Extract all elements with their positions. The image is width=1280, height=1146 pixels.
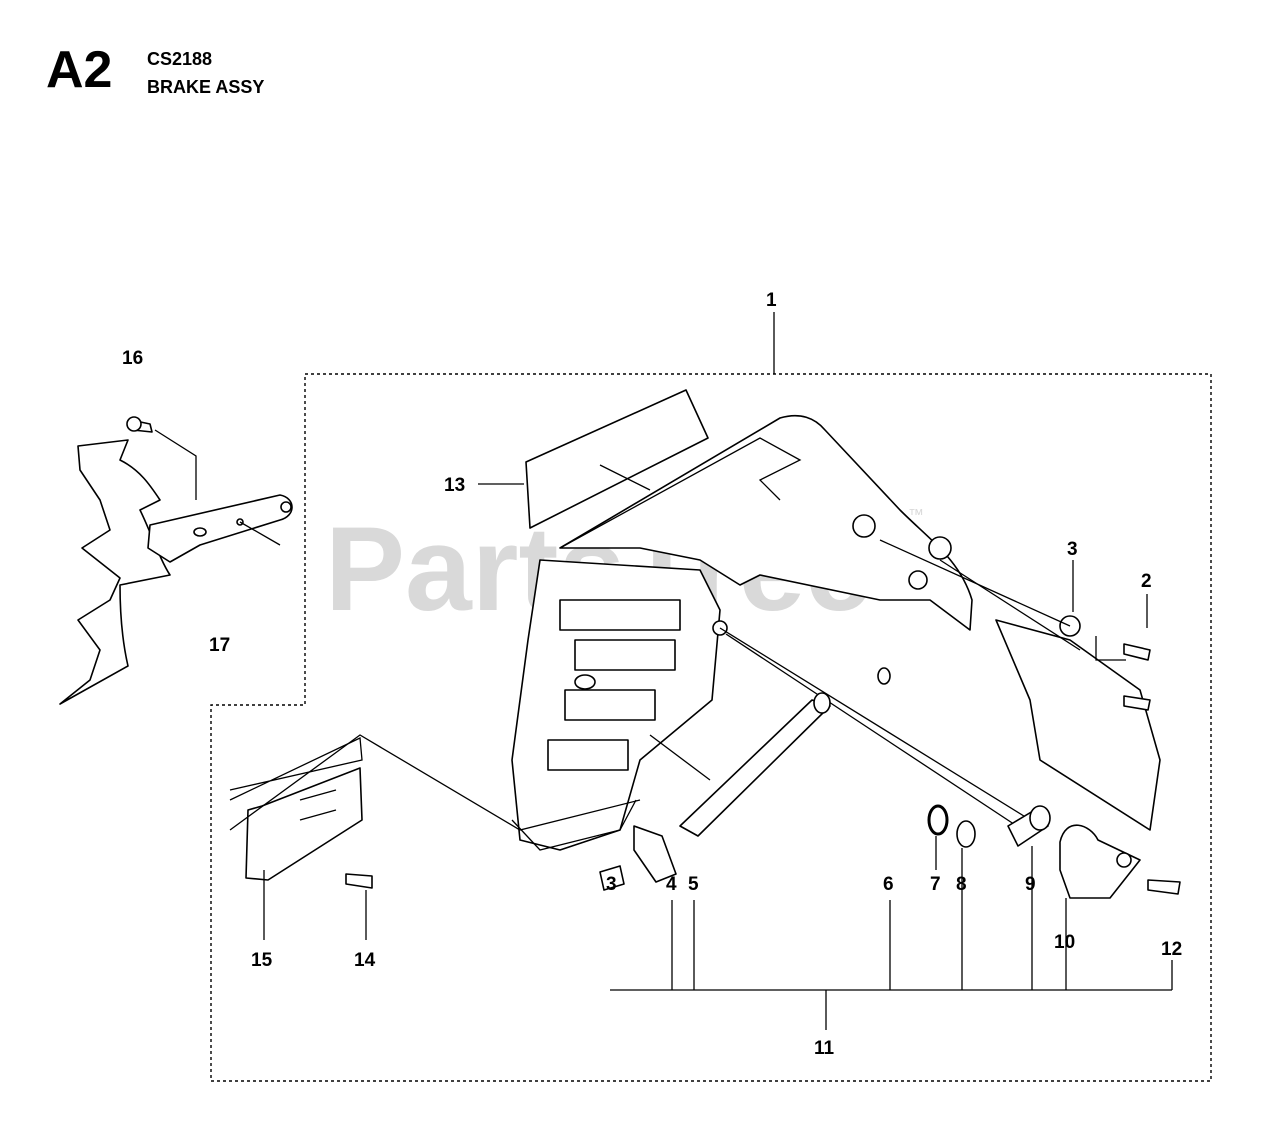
callout-14: 14 (354, 950, 376, 971)
callout-3: 3 (1067, 539, 1078, 560)
brake-spring-rod-part (679, 667, 891, 837)
brake-band-cover-part (229, 737, 373, 889)
callout-1: 1 (766, 290, 777, 311)
bushing-part (1007, 805, 1051, 847)
diagram-section-code: A2 (46, 41, 113, 99)
washer-part (956, 820, 976, 848)
callout-15: 15 (251, 950, 273, 971)
callout-8: 8 (956, 874, 967, 895)
plug-parts (599, 825, 677, 891)
bumper-spike-part (59, 416, 293, 705)
callout-17: 17 (209, 635, 230, 656)
callout-9: 9 (1025, 874, 1036, 895)
callout-7: 7 (930, 874, 941, 895)
o-ring-part (927, 804, 949, 836)
chain-brake-handle-part (559, 414, 973, 631)
callout-11: 11 (814, 1038, 835, 1059)
callout-2: 2 (1141, 571, 1152, 592)
callout-16: 16 (122, 348, 143, 369)
decal-plate-part (478, 389, 709, 529)
callout-10: 10 (1054, 932, 1075, 953)
callout-6: 6 (883, 874, 894, 895)
callout-5: 5 (688, 874, 699, 895)
watermark-trademark: ™ (908, 507, 924, 524)
callout-12: 12 (1161, 939, 1182, 960)
chain-cover-part (879, 539, 1161, 831)
brake-housing-part (511, 559, 728, 851)
diagram-model-number: CS2188 (147, 49, 213, 69)
assembly-boundary (210, 373, 1212, 1082)
callout-13: 13 (444, 475, 465, 496)
diagram-title: BRAKE ASSY (147, 77, 265, 97)
brake-lever-part (1059, 824, 1181, 899)
brake-shaft (719, 627, 1041, 827)
callout-4: 4 (666, 874, 677, 895)
callout-3: 3 (606, 874, 617, 895)
